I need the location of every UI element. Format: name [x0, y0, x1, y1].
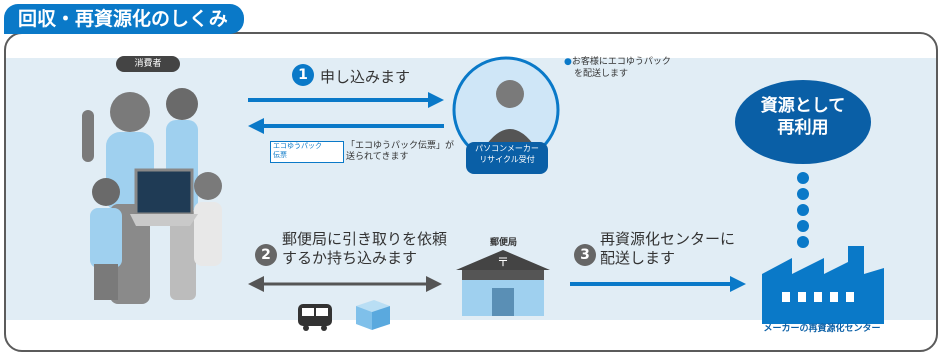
step3-line1: 再資源化センターに [600, 230, 736, 248]
recycling-center-building [762, 246, 884, 324]
step3-label: 再資源化センターに 配送します [600, 230, 735, 268]
step2-label: 郵便局に引き取りを依頼 するか持ち込みます [282, 230, 447, 268]
connector-dot [797, 236, 809, 248]
family-illustration [82, 88, 222, 304]
step2-line2: するか持ち込みます [282, 249, 418, 267]
customer-note: ●お客様にエコゆうパック を配送します [564, 56, 671, 80]
customer-note-line1: お客様にエコゆうパック [571, 57, 671, 67]
step2-line1: 郵便局に引き取りを依頼 [282, 230, 448, 248]
consumer-label-text: 消費者 [134, 59, 162, 69]
step3-number: 3 [574, 244, 596, 266]
reuse-line1: 資源として [760, 96, 846, 116]
connector-dot [797, 204, 809, 216]
post-office-label: 郵便局 [490, 238, 518, 248]
recycle-desk-line1: パソコンメーカー [475, 144, 539, 153]
step3-arrow [570, 276, 746, 292]
reuse-text: 資源として 再利用 [748, 95, 858, 139]
slip-return-arrow [248, 118, 444, 134]
reuse-bubble [735, 80, 871, 164]
step2-number: 2 [255, 244, 277, 266]
step3-line2: 配送します [600, 249, 676, 267]
reuse-line2: 再利用 [777, 118, 829, 138]
customer-note-line2: を配送します [574, 69, 629, 79]
parcel-box-icon [356, 300, 390, 330]
ecopack-slip-line2: 送られてきます [346, 152, 409, 162]
ecopack-badge-line1: エコゆうパック [273, 142, 322, 150]
step1-arrow [248, 92, 444, 108]
post-office-building: 〒 [456, 250, 550, 316]
diagram-title: 回収・再資源化のしくみ [4, 4, 244, 34]
connector-dot [797, 172, 809, 184]
ecopack-badge-line2: 伝票 [273, 151, 287, 159]
ecopack-slip-text: 「エコゆうパック伝票」が 送られてきます [346, 141, 454, 163]
recycling-center-label: メーカーの再資源化センター [763, 324, 881, 334]
recycle-desk-bubble [452, 56, 560, 174]
ecopack-slip-line1: 「エコゆうパック伝票」が [346, 141, 455, 151]
connector-dot [797, 220, 809, 232]
connector-dot [797, 188, 809, 200]
note-bullet: ● [564, 57, 572, 67]
bus-icon [298, 304, 332, 331]
step1-number: 1 [292, 64, 314, 86]
consumer-label: 消費者 [116, 56, 180, 72]
recycle-desk-label: パソコンメーカー リサイクル受付 [468, 143, 546, 165]
ecopack-badge: エコゆうパック 伝票 [270, 141, 344, 163]
step2-arrow [248, 276, 442, 292]
step1-label: 申し込みます [320, 68, 411, 86]
recycle-desk-line2: リサイクル受付 [479, 155, 535, 164]
svg-text:〒: 〒 [497, 255, 509, 269]
